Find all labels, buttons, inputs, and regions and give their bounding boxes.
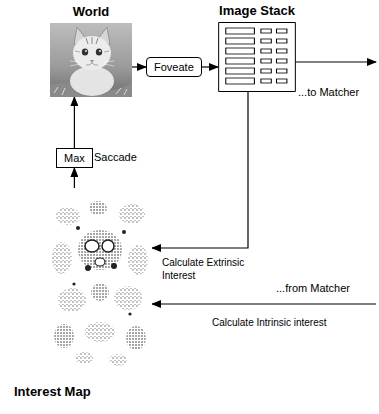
connector-arrow: [74, 97, 75, 148]
world-image: World: [50, 4, 132, 97]
process-box: Foveate: [146, 57, 202, 77]
picture-frame: [48, 188, 152, 372]
node-heading: Interest Map: [14, 384, 154, 400]
connector-arrow: [74, 168, 75, 188]
connector-arrow: [202, 66, 218, 67]
box-label: Max: [64, 151, 85, 165]
process-box: Max: [56, 148, 93, 168]
note-label: ...to Matcher: [298, 86, 359, 99]
note-label: Calculate Intrinsic interest: [212, 316, 327, 329]
box-label: Foveate: [154, 60, 194, 74]
connector-arrow: [152, 92, 248, 248]
image-stack-box: [218, 22, 296, 92]
node-heading: Image Stack: [218, 3, 296, 19]
connector-arrow: [132, 66, 146, 67]
interest-map: Interest Map: [14, 188, 154, 400]
interest-map-image: [48, 188, 152, 372]
image-stack: Image Stack: [218, 3, 296, 92]
edge-label: Saccade: [94, 151, 137, 164]
node-heading: World: [50, 4, 132, 20]
to-matcher-arrow: [282, 61, 376, 62]
cat-photo: [50, 23, 132, 97]
note-label: ...from Matcher: [276, 282, 350, 295]
picture-frame: [218, 22, 296, 92]
from-matcher-arrow: [152, 303, 376, 304]
edge-label: Calculate Extrinsic Interest: [162, 256, 257, 282]
picture-frame: [50, 23, 132, 97]
